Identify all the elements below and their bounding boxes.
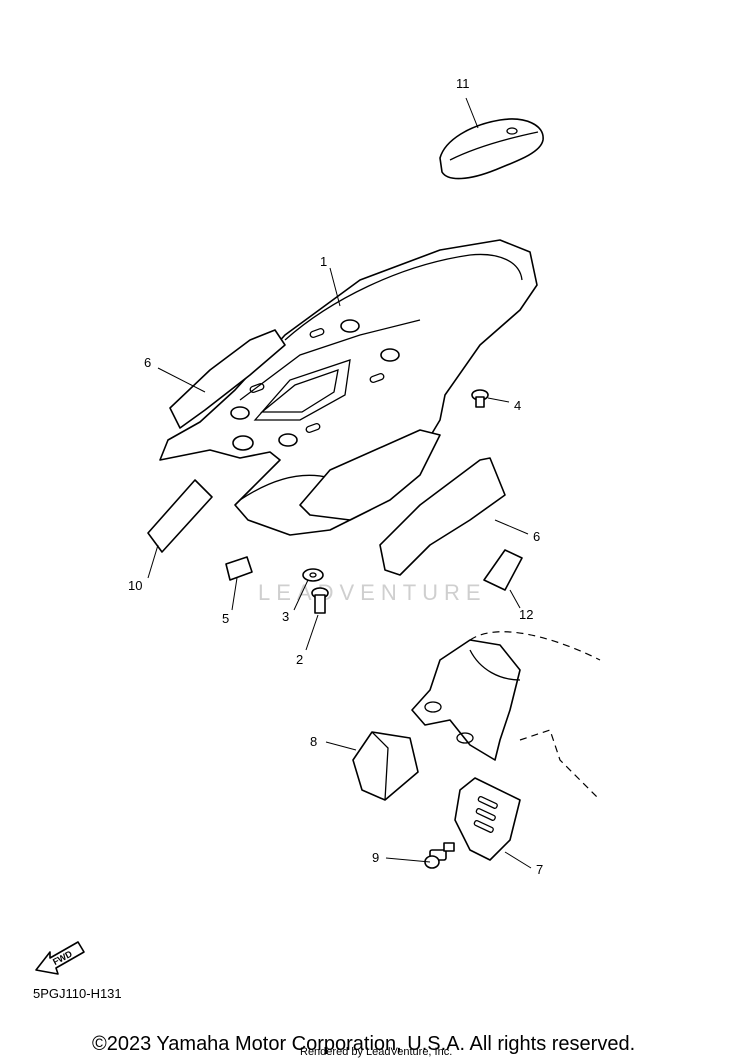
frame-reference-outline — [411, 631, 601, 801]
callout-9: 9 — [372, 850, 379, 865]
part-1-rear-fender[interactable] — [159, 239, 538, 536]
part-7-slotted-guard[interactable] — [454, 777, 521, 861]
part-12-sticker[interactable] — [483, 549, 523, 591]
leader-lines — [147, 97, 532, 869]
callout-7: 7 — [536, 862, 543, 877]
callout-3: 3 — [282, 609, 289, 624]
part-2-bolt[interactable] — [311, 587, 329, 614]
part-4-screw[interactable] — [471, 389, 489, 408]
part-9-bolt[interactable] — [424, 842, 455, 869]
fwd-arrow-icon: FWD — [35, 941, 85, 975]
callout-5: 5 — [222, 611, 229, 626]
part-6-right-plate[interactable] — [379, 457, 506, 576]
part-8-guard[interactable] — [352, 731, 419, 801]
callout-8: 8 — [310, 734, 317, 749]
part-3-washer[interactable] — [302, 568, 324, 582]
callout-6-left: 6 — [144, 355, 151, 370]
callout-labels: 11 1 6 4 6 10 5 3 12 2 8 9 7 — [128, 76, 543, 877]
callout-6-right: 6 — [533, 529, 540, 544]
callout-4: 4 — [514, 398, 521, 413]
part-6-left-plate[interactable] — [169, 329, 286, 429]
rendered-by-notice: Rendered by LeadVenture, Inc. — [300, 1046, 453, 1058]
callout-12: 12 — [519, 607, 533, 622]
callout-11: 11 — [456, 76, 470, 91]
callout-10: 10 — [128, 578, 142, 593]
callout-2: 2 — [296, 652, 303, 667]
callout-1: 1 — [320, 254, 327, 269]
diagram-code: 5PGJ110-H131 — [33, 986, 122, 1001]
part-5-pad[interactable] — [225, 556, 253, 581]
part-11-cap[interactable] — [439, 118, 544, 180]
copyright-notice: ©2023 Yamaha Motor Corporation, U.S.A. A… — [92, 1033, 636, 1055]
part-10-sticker[interactable] — [147, 479, 213, 553]
watermark: LEADVENTURE — [258, 580, 487, 605]
